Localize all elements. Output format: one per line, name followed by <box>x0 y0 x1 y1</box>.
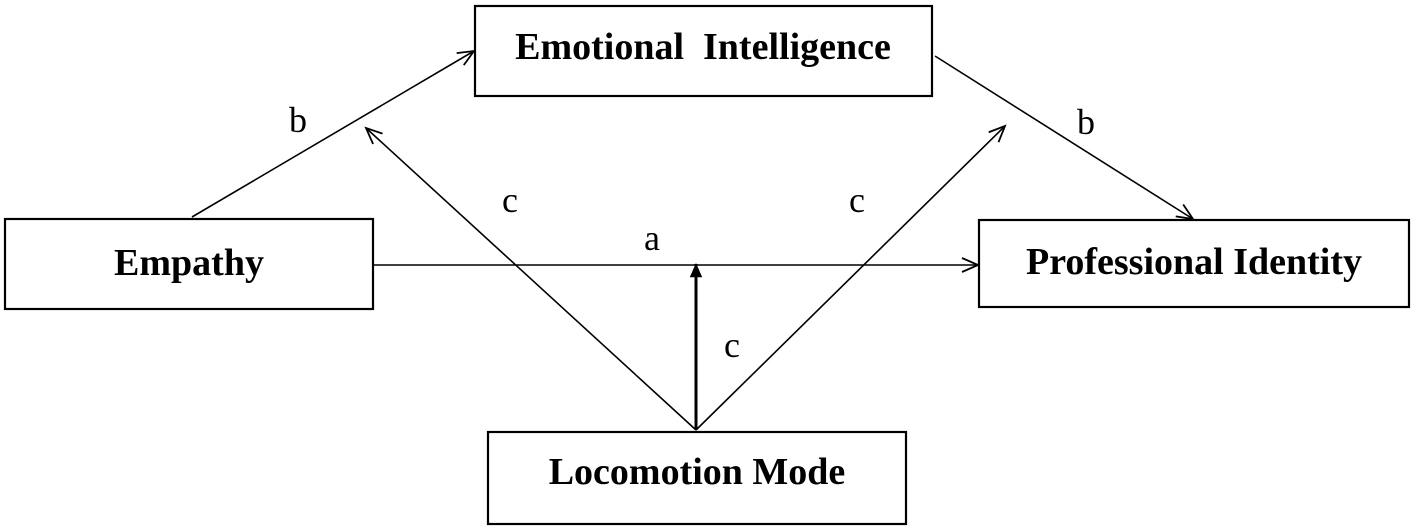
label-path-a: a <box>644 218 660 258</box>
label-path-c-center: c <box>724 325 740 365</box>
node-emotional-intelligence: Emotional Intelligence <box>473 4 934 98</box>
node-locomotion-mode-label: Locomotion Mode <box>549 451 846 493</box>
node-empathy: Empathy <box>3 217 375 311</box>
path-b-empathy-to-emotional-intelligence <box>191 51 474 218</box>
node-locomotion-mode: Locomotion Mode <box>486 430 908 526</box>
path-c-locomotion-to-right-path <box>695 126 1005 431</box>
node-emotional-intelligence-label: Emotional Intelligence <box>515 26 891 68</box>
label-path-b-left: b <box>289 100 307 140</box>
label-path-b-right: b <box>1077 102 1095 142</box>
path-b-emotional-intelligence-to-professional-identity <box>934 55 1193 219</box>
node-professional-identity: Professional Identity <box>977 218 1411 309</box>
label-path-c-left: c <box>502 180 518 220</box>
path-c-locomotion-to-left-path <box>366 128 697 431</box>
node-professional-identity-label: Professional Identity <box>1026 241 1362 283</box>
node-empathy-label: Empathy <box>114 242 264 284</box>
label-path-c-right: c <box>849 180 865 220</box>
